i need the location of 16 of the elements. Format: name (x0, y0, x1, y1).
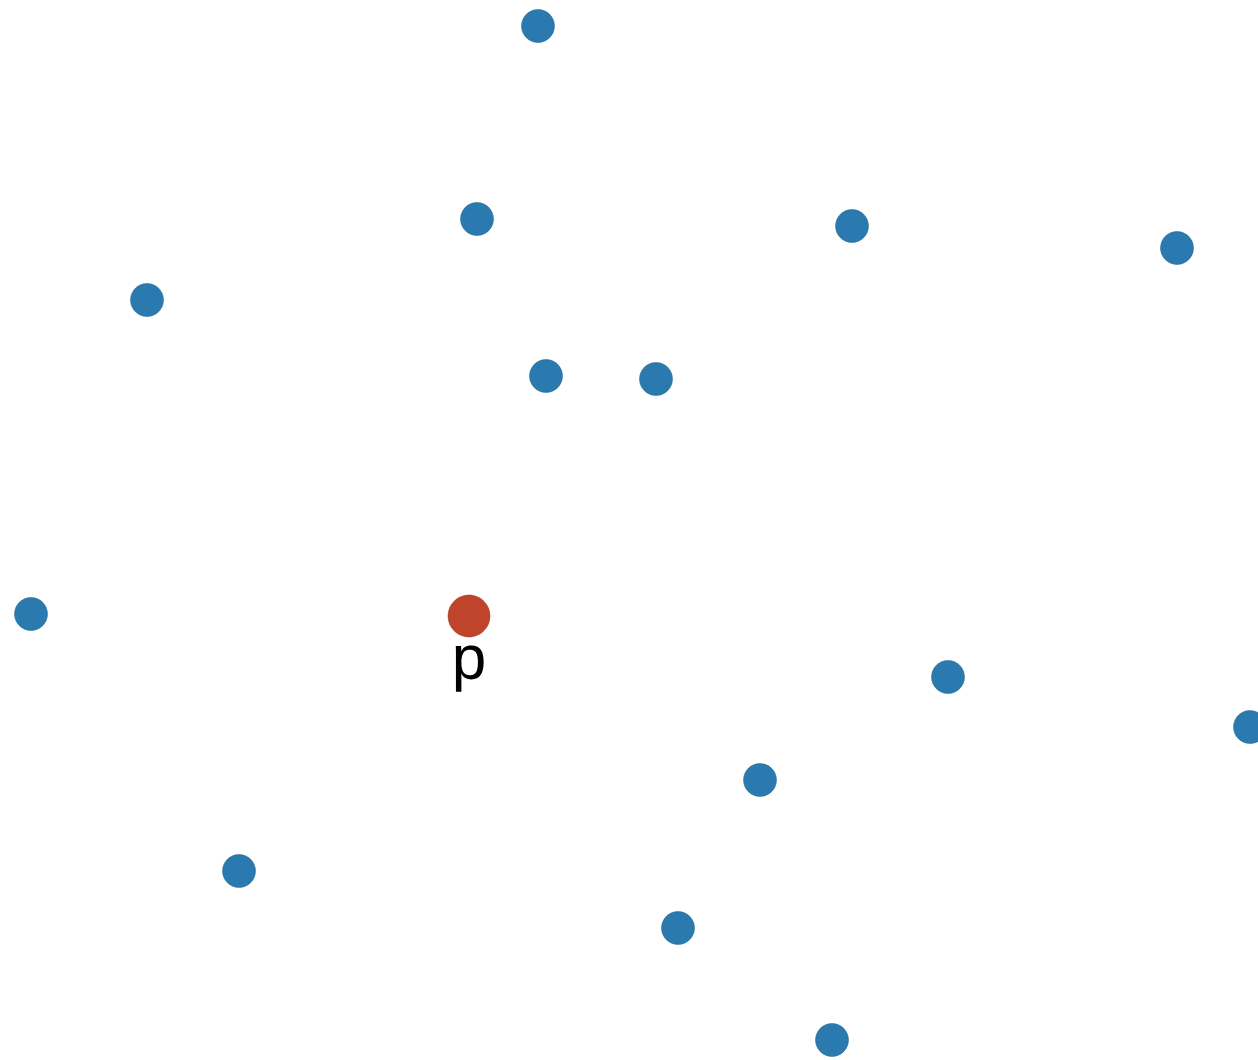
point-marker (14, 597, 48, 631)
point-marker (529, 359, 563, 393)
point-marker (1233, 710, 1258, 744)
point-marker (931, 660, 965, 694)
point-marker (661, 911, 695, 945)
point-marker (639, 362, 673, 396)
point-marker (815, 1023, 849, 1057)
point-marker (130, 283, 164, 317)
point-marker (1160, 231, 1194, 265)
point-marker (222, 854, 256, 888)
point-label: p (455, 645, 484, 692)
point-marker (460, 202, 494, 236)
point-marker (835, 209, 869, 243)
highlighted-point (447, 594, 491, 638)
point-marker (743, 763, 777, 797)
point-marker (521, 9, 555, 43)
